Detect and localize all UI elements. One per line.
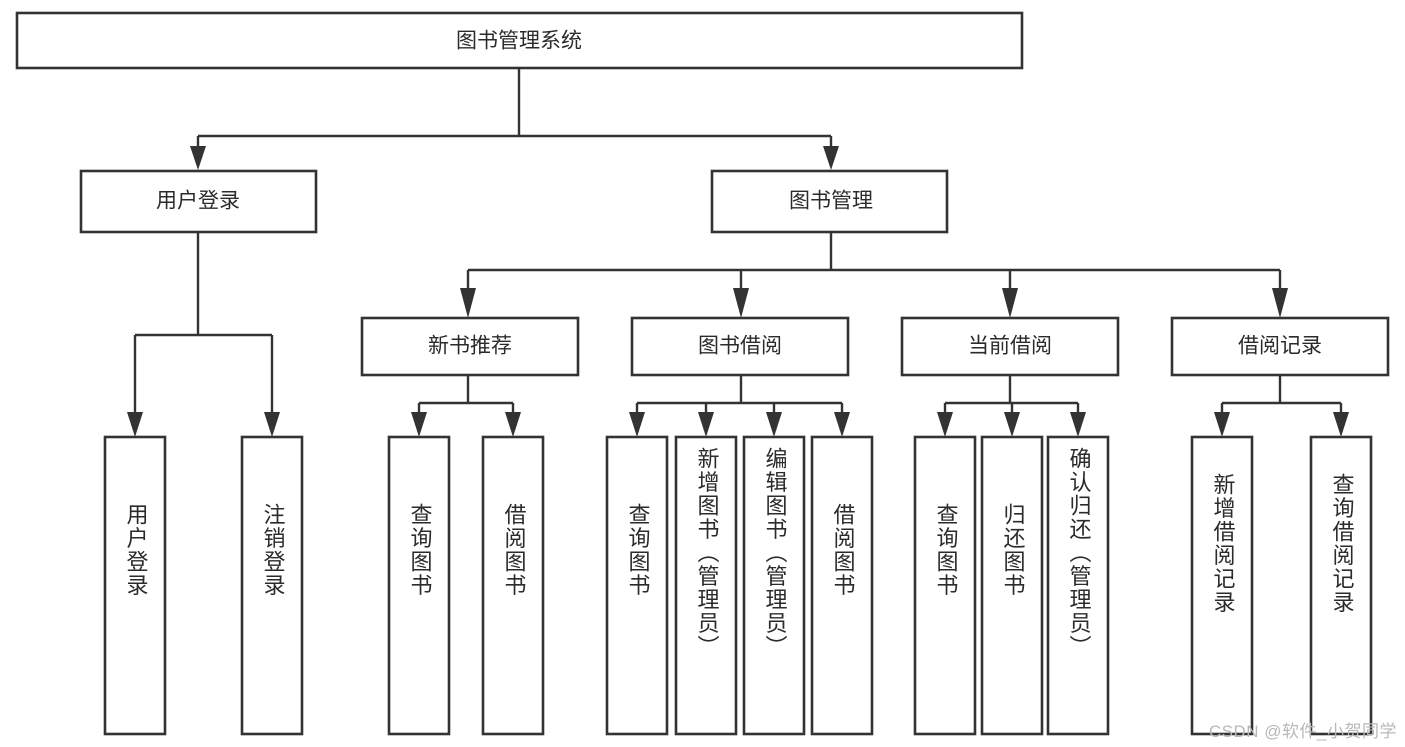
node-leaf-6-box[interactable] [674,435,738,736]
arrow-current-icon [1002,288,1018,318]
arrow-leaf-1-icon [127,412,143,437]
edges-layer [127,68,1349,437]
node-login[interactable]: 用户登录 [79,169,318,234]
node-newbook-box[interactable] [360,316,580,377]
node-leaf-7-box[interactable] [742,435,806,736]
node-bookmgr-box[interactable] [710,169,949,234]
node-current[interactable]: 当前借阅 [900,316,1120,377]
node-login-box[interactable] [79,169,318,234]
node-leaf-1-box[interactable] [103,435,167,736]
node-login-label: 用户登录 [156,190,240,213]
arrow-to-bookmgr-icon [823,146,839,170]
node-leaf-10-box[interactable] [980,435,1044,736]
node-newbook[interactable]: 新书推荐 [360,316,580,377]
node-current-box[interactable] [900,316,1120,377]
node-leaf-4-box[interactable] [481,435,545,736]
node-leaf-8-box[interactable] [810,435,874,736]
node-leaf-13-box[interactable] [1309,435,1373,736]
node-borrow-box[interactable] [630,316,850,377]
node-bookmgr[interactable]: 图书管理 [710,169,949,234]
arrow-borrow-icon [733,288,749,318]
arrow-leaf-10-icon [1004,412,1020,437]
arrow-newbook-icon [460,288,476,318]
arrow-leaf-6-icon [698,412,714,437]
arrow-leaf-7-icon [766,412,782,437]
node-leaf-3-box[interactable] [387,435,451,736]
arrow-leaf-4-icon [505,412,521,437]
arrow-leaf-3-icon [411,412,427,437]
arrow-leaf-5-icon [629,412,645,437]
node-leaf-5-box[interactable] [605,435,669,736]
node-leaf-11-box[interactable] [1046,435,1110,736]
node-leaf-9-box[interactable] [913,435,977,736]
node-newbook-label: 新书推荐 [428,335,512,358]
node-root-label: 图书管理系统 [456,30,582,53]
node-records-label: 借阅记录 [1238,335,1322,358]
node-bookmgr-label: 图书管理 [789,190,873,213]
arrow-records-icon [1272,288,1288,318]
arrow-leaf-2-icon [264,412,280,437]
node-leaf-12-box[interactable] [1190,435,1254,736]
arrow-leaf-12-icon [1214,412,1230,437]
node-records[interactable]: 借阅记录 [1170,316,1390,377]
watermark-text: CSDN @软件_小贺同学 [1208,722,1397,741]
leaf-boxes-layer [103,435,1373,736]
node-root-box[interactable] [15,11,1024,70]
arrow-leaf-9-icon [937,412,953,437]
node-records-box[interactable] [1170,316,1390,377]
node-borrow-label: 图书借阅 [698,335,782,358]
node-root[interactable]: 图书管理系统 [15,11,1024,70]
arrow-leaf-13-icon [1333,412,1349,437]
arrow-leaf-11-icon [1070,412,1086,437]
node-current-label: 当前借阅 [968,335,1052,358]
arrow-to-login-icon [190,146,206,170]
arrow-leaf-8-icon [834,412,850,437]
node-leaf-2-box[interactable] [240,435,304,736]
node-borrow[interactable]: 图书借阅 [630,316,850,377]
